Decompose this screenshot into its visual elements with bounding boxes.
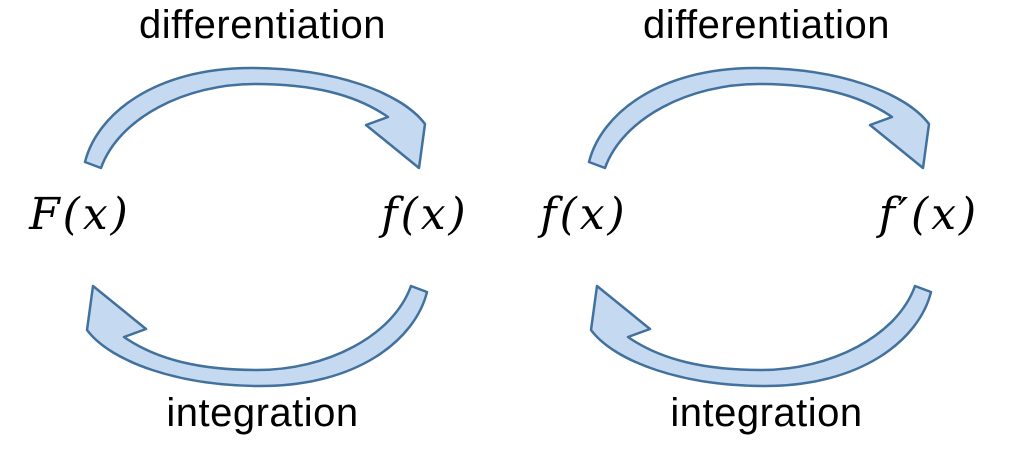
node-derivative: f′(x) — [878, 189, 980, 240]
differentiation-curved-arrow-icon — [83, 66, 427, 170]
node-antiderivative: F(x) — [29, 189, 131, 240]
node-function: f(x) — [381, 189, 469, 240]
integration-label: integration — [166, 391, 359, 435]
differentiation-label: differentiation — [139, 3, 386, 47]
derivative-cycle: differentiation f(x) f′(x) integration — [504, 0, 976, 464]
integration-curved-arrow-icon — [589, 284, 933, 388]
node-function: f(x) — [540, 189, 628, 240]
differentiation-label: differentiation — [643, 3, 890, 47]
antiderivative-cycle: differentiation F(x) f(x) integration — [0, 0, 470, 464]
integration-curved-arrow-icon — [85, 284, 429, 388]
integration-label: integration — [670, 391, 863, 435]
differentiation-curved-arrow-icon — [587, 66, 931, 170]
